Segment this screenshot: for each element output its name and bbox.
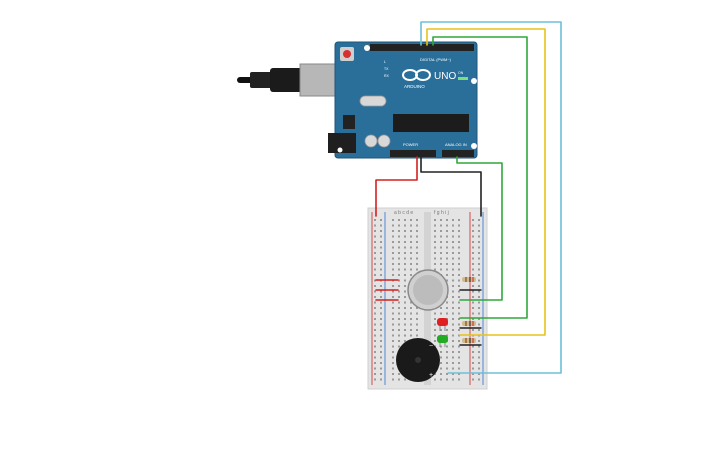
capacitor bbox=[377, 134, 391, 148]
wire-digital-green[interactable] bbox=[432, 36, 528, 319]
buzzer-plus-label: + bbox=[429, 372, 433, 379]
rx-label: RX bbox=[384, 74, 390, 78]
green-led[interactable] bbox=[437, 335, 448, 347]
arduino-uno-board[interactable]: UNO ARDUINO DIGITAL (PWM~) POWER ANALOG … bbox=[328, 41, 478, 159]
piezo-buzzer[interactable]: − + bbox=[396, 338, 440, 382]
resistor[interactable] bbox=[462, 321, 476, 326]
crystal bbox=[359, 95, 387, 107]
wire-5v-red[interactable] bbox=[375, 156, 418, 217]
capacitor bbox=[364, 134, 378, 148]
on-led bbox=[458, 77, 468, 80]
wire-gnd-black[interactable] bbox=[420, 156, 482, 217]
resistor[interactable] bbox=[462, 277, 476, 282]
regulator bbox=[343, 115, 355, 129]
digital-label: DIGITAL (PWM~) bbox=[420, 57, 452, 62]
wires bbox=[375, 21, 562, 374]
resistor[interactable] bbox=[462, 338, 476, 343]
column-letters-right: f g h i j bbox=[434, 210, 449, 216]
wire-analog-green[interactable] bbox=[456, 156, 503, 301]
atmega-chip bbox=[393, 114, 469, 132]
power-jack bbox=[328, 133, 356, 153]
wire-digital-cyan[interactable] bbox=[420, 21, 562, 374]
l-label: L bbox=[384, 60, 386, 64]
wire-digital-yellow[interactable] bbox=[426, 28, 546, 336]
uno-label: UNO bbox=[434, 71, 456, 82]
arduino-logo bbox=[402, 69, 431, 81]
analog-header bbox=[442, 150, 474, 157]
digital-header bbox=[370, 44, 474, 51]
power-label: POWER bbox=[403, 142, 418, 147]
red-led[interactable] bbox=[437, 318, 448, 331]
on-label: ON bbox=[458, 71, 464, 75]
ultrasonic-sensor[interactable] bbox=[407, 269, 449, 311]
power-header bbox=[390, 150, 436, 157]
tx-label: TX bbox=[384, 67, 389, 71]
buzzer-minus-label: − bbox=[429, 343, 433, 350]
usb-cable bbox=[237, 63, 337, 97]
column-letters-left: a b c d e bbox=[394, 210, 413, 216]
arduino-label: ARDUINO bbox=[404, 84, 425, 89]
analog-label: ANALOG IN bbox=[445, 142, 467, 147]
